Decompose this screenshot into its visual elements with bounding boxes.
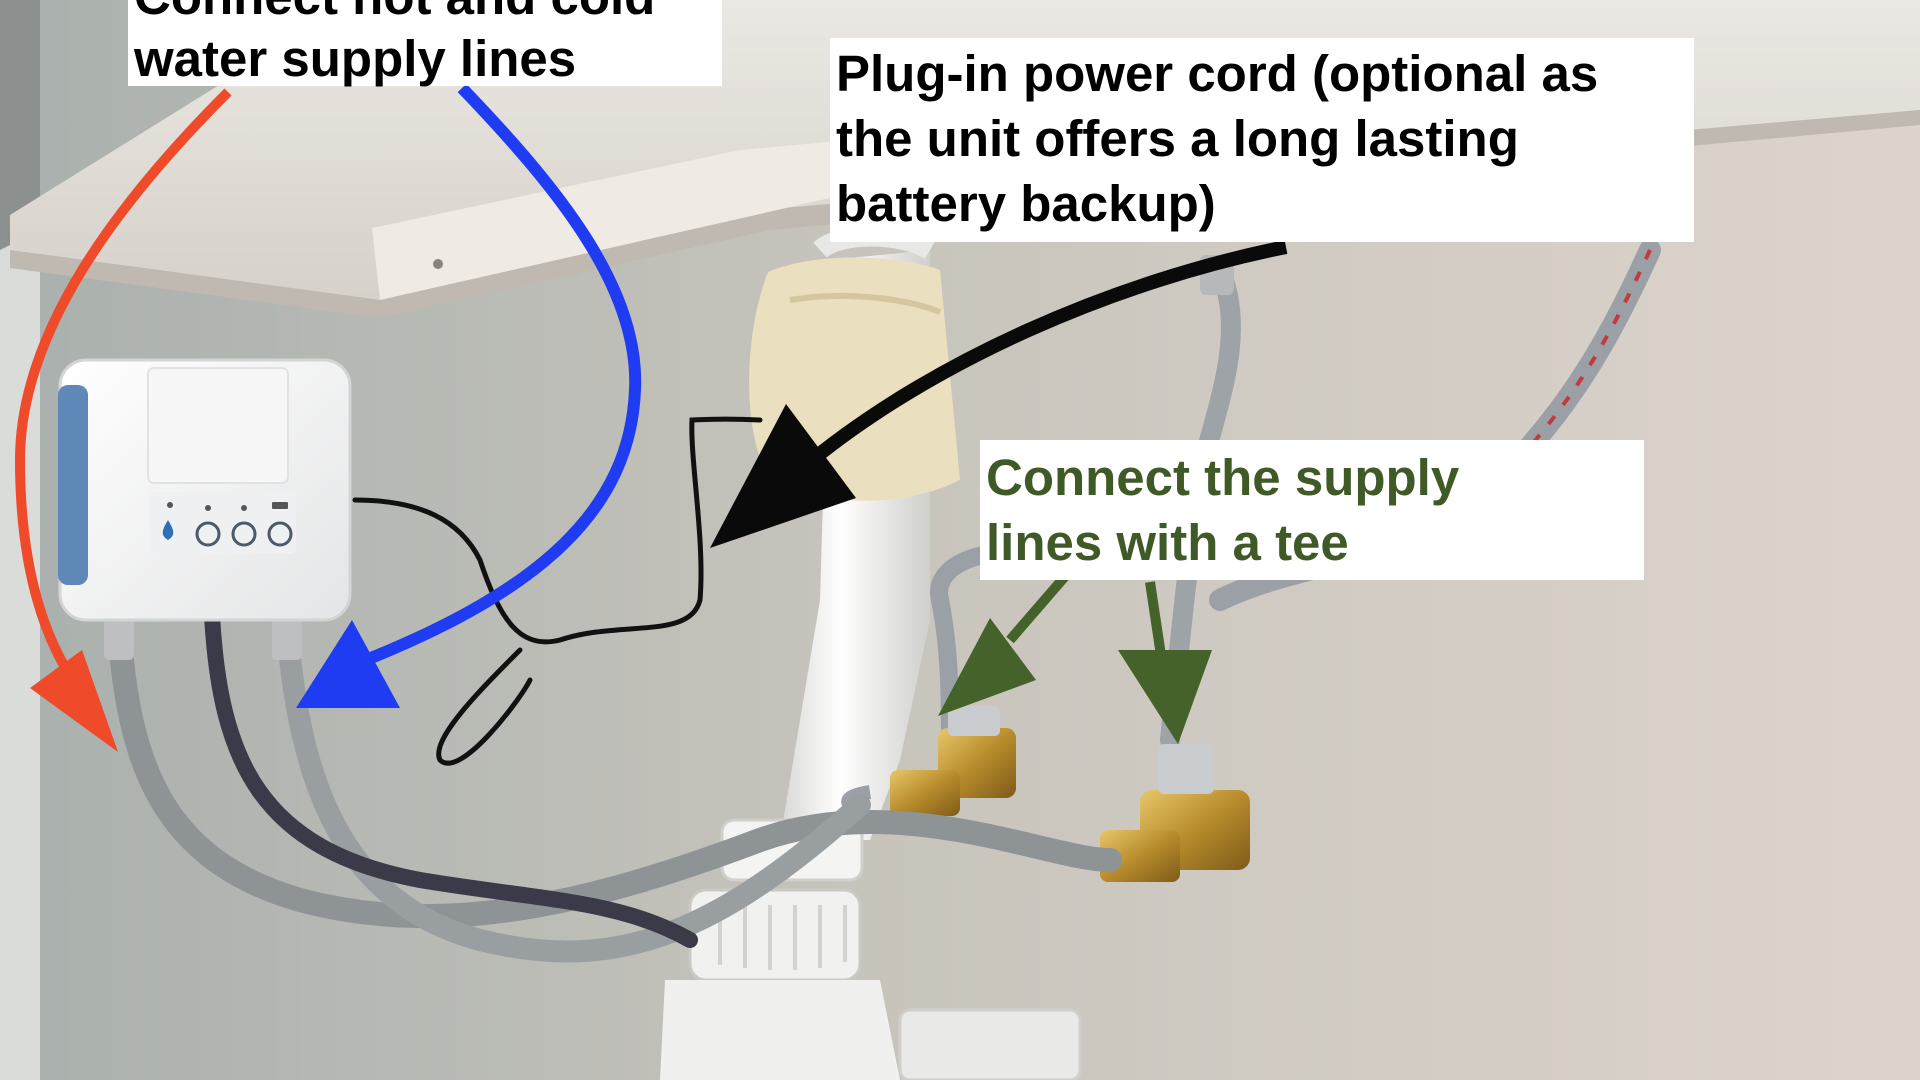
water-unit [58, 358, 352, 622]
tee-arrow-right [1145, 581, 1167, 663]
hose-fitting-cold [272, 618, 302, 660]
power-cord-label: Plug-in power cord (optional as the unit… [830, 38, 1694, 242]
brass-tee-right [1100, 744, 1250, 882]
supply-lines-label: Connect hot and cold water supply lines [128, 0, 722, 87]
drain-branch [898, 1008, 1082, 1080]
tee-label-line1: Connect the supply [986, 449, 1460, 506]
brass-tee-left [841, 706, 1016, 816]
drop-indicator-icon [205, 505, 211, 511]
power-cord-label-line1: Plug-in power cord (optional as [836, 45, 1599, 102]
power-arrowhead [710, 404, 856, 548]
hose-fitting-hot [104, 618, 134, 660]
shelf-screw [433, 259, 443, 269]
supply-lines-label-line2: water supply lines [134, 30, 577, 88]
cabinet-side-panel [0, 230, 40, 1080]
water-drop-icon [162, 520, 174, 540]
cold-supply-arrow [363, 83, 642, 666]
cold-arrowhead [296, 620, 400, 708]
battery-indicator-icon [272, 502, 288, 509]
power-cord-label-line2: the unit offers a long lasting [836, 109, 1519, 167]
power-indicator-icon [167, 502, 173, 508]
hot-arrowhead [30, 650, 118, 752]
supply-lines-label-line1: Connect hot and cold [134, 0, 722, 28]
power-cord [352, 416, 763, 766]
hose-hot-outlet [108, 628, 1122, 929]
unit-button-1 [195, 521, 221, 547]
hose-cold-outlet [277, 629, 871, 963]
power-cord-label-line3: battery backup) [836, 174, 1216, 232]
unit-button-2 [231, 521, 257, 547]
tee-arrowhead-left [938, 618, 1036, 716]
shelf-ceiling-board [372, 130, 960, 300]
power-cord-arrow [795, 240, 1288, 476]
tee-arrowhead-right [1118, 650, 1212, 744]
tee-label: Connect the supply lines with a tee [980, 440, 1644, 580]
bluetooth-indicator-icon [241, 505, 247, 511]
drain-trap [660, 980, 900, 1080]
pipe-nut-ridges [718, 905, 847, 970]
tee-label-line2: lines with a tee [986, 513, 1349, 571]
drain-hose-dark [204, 607, 698, 948]
hot-supply-arrow [14, 88, 232, 693]
tape-wrap-shadow [789, 292, 942, 315]
unit-button-3 [267, 521, 293, 547]
